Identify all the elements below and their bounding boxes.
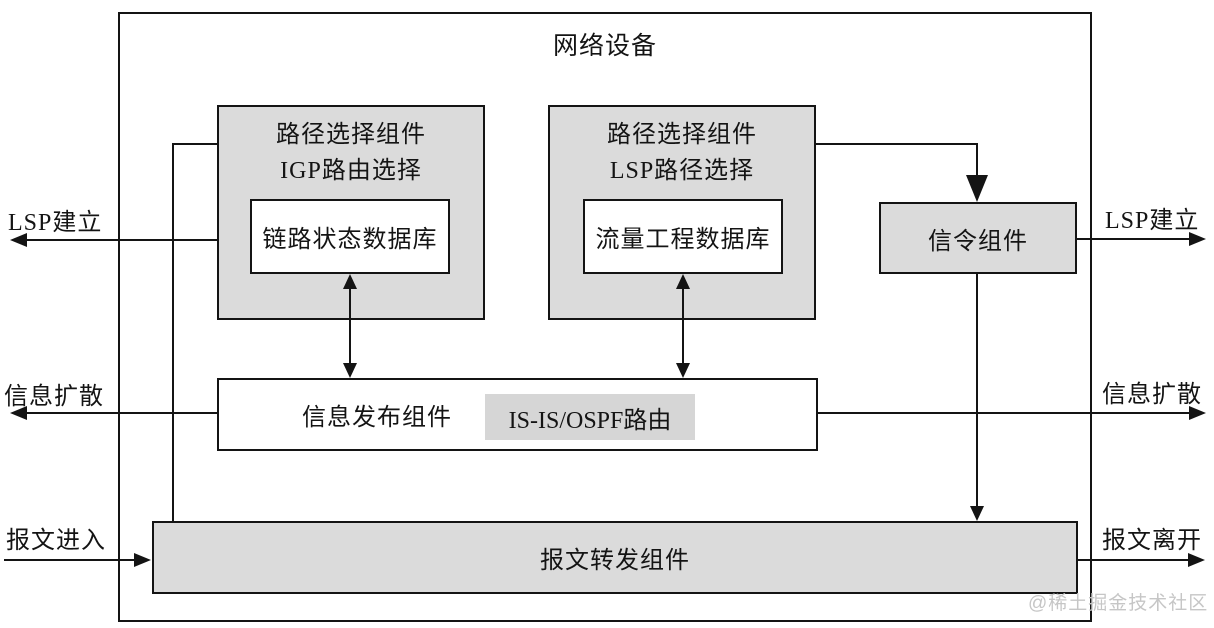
path-selection-igp-title: 路径选择组件 <box>276 122 426 148</box>
packet-out-label: 报文离开 <box>1102 528 1202 554</box>
packet-forwarding-label: 报文转发组件 <box>540 548 690 574</box>
lsp-setup-left-line <box>22 239 217 241</box>
signaling-to-forwarding-arrowhead <box>970 506 984 521</box>
lsdb-dist-up-arrowhead <box>343 274 357 289</box>
watermark: @稀土掘金技术社区 <box>1028 593 1209 614</box>
lsp-setup-right-label: LSP建立 <box>1105 208 1200 234</box>
lsdb-dist-down-arrowhead <box>343 363 357 378</box>
link-state-database-label: 链路状态数据库 <box>262 227 438 253</box>
left-down-line <box>172 143 174 521</box>
signaling-in-arrowhead <box>966 175 988 202</box>
igp-stub-line <box>173 143 217 145</box>
info-flood-right-arrowhead <box>1189 406 1206 420</box>
info-flood-left-label: 信息扩散 <box>4 384 104 410</box>
tedb-dist-line <box>682 278 684 372</box>
lsdb-dist-line <box>349 278 351 372</box>
packet-out-arrowhead <box>1188 553 1205 567</box>
tedb-dist-down-arrowhead <box>676 363 690 378</box>
traffic-engineering-database-box: 流量工程数据库 <box>583 199 783 274</box>
packet-in-line <box>4 559 136 561</box>
lsp-setup-left-label: LSP建立 <box>8 210 103 236</box>
info-distribution-box: 信息发布组件 IS-IS/OSPF路由 <box>217 378 818 451</box>
info-flood-left-line <box>22 412 217 414</box>
link-state-database-box: 链路状态数据库 <box>250 199 450 274</box>
packet-in-arrowhead <box>134 553 151 567</box>
signaling-component-box: 信令组件 <box>879 202 1077 274</box>
signaling-to-forwarding-line <box>976 274 978 508</box>
igp-route-selection-label: IGP路由选择 <box>280 158 422 184</box>
isis-ospf-route-tag: IS-IS/OSPF路由 <box>485 394 695 440</box>
info-flood-left-arrowhead <box>10 406 27 420</box>
info-flood-right-label: 信息扩散 <box>1102 382 1202 408</box>
lsp-setup-left-arrowhead <box>10 233 27 247</box>
lsp-to-signaling-vline <box>976 143 978 177</box>
info-distribution-label: 信息发布组件 <box>302 405 452 431</box>
packet-in-label: 报文进入 <box>6 528 106 554</box>
diagram-title: 网络设备 <box>552 33 657 60</box>
path-selection-lsp-title: 路径选择组件 <box>607 122 757 148</box>
lsp-path-selection-label: LSP路径选择 <box>609 158 755 184</box>
info-flood-right-line <box>818 412 1191 414</box>
traffic-engineering-database-label: 流量工程数据库 <box>595 227 771 253</box>
lsp-setup-right-line <box>1077 238 1191 240</box>
lsp-to-signaling-hline <box>816 143 978 145</box>
packet-out-line <box>1078 559 1190 561</box>
tedb-dist-up-arrowhead <box>676 274 690 289</box>
packet-forwarding-box: 报文转发组件 <box>152 521 1078 594</box>
signaling-component-label: 信令组件 <box>928 228 1028 255</box>
lsp-setup-right-arrowhead <box>1189 232 1206 246</box>
